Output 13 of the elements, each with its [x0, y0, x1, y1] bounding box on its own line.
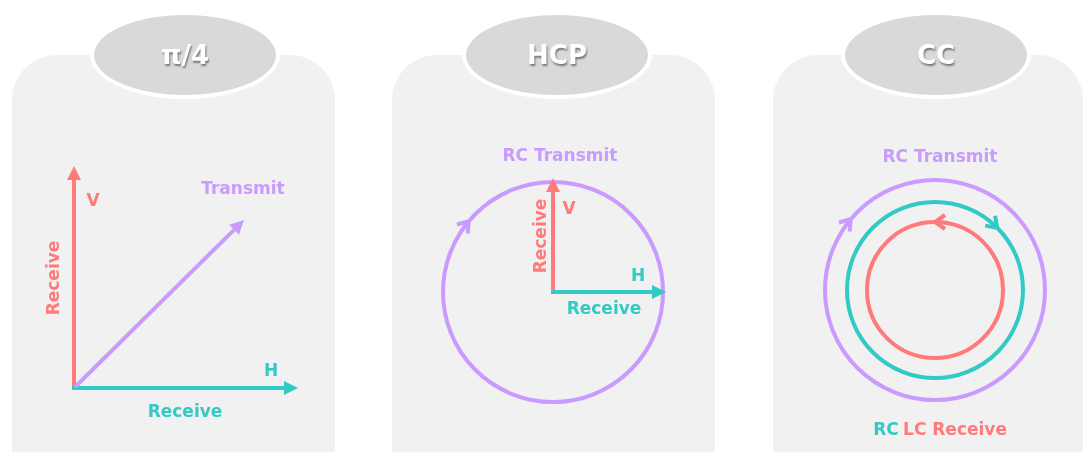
polarization-label: Transmit: [201, 178, 285, 198]
axis-label: H: [630, 265, 646, 285]
polarization-label: LC Receive: [903, 419, 1007, 439]
polarization-label: Receive: [530, 198, 550, 274]
polarization-label: RC: [873, 419, 899, 439]
polarization-label: Receive: [566, 298, 642, 318]
axis-label: V: [86, 190, 100, 210]
axis-label: V: [562, 198, 576, 218]
polarization-label: RC Transmit: [502, 145, 618, 165]
polarization-label: Receive: [147, 401, 223, 421]
axis-label: H: [263, 360, 279, 380]
polarization-label: RC Transmit: [882, 146, 998, 166]
polarization-label: Receive: [43, 240, 63, 316]
